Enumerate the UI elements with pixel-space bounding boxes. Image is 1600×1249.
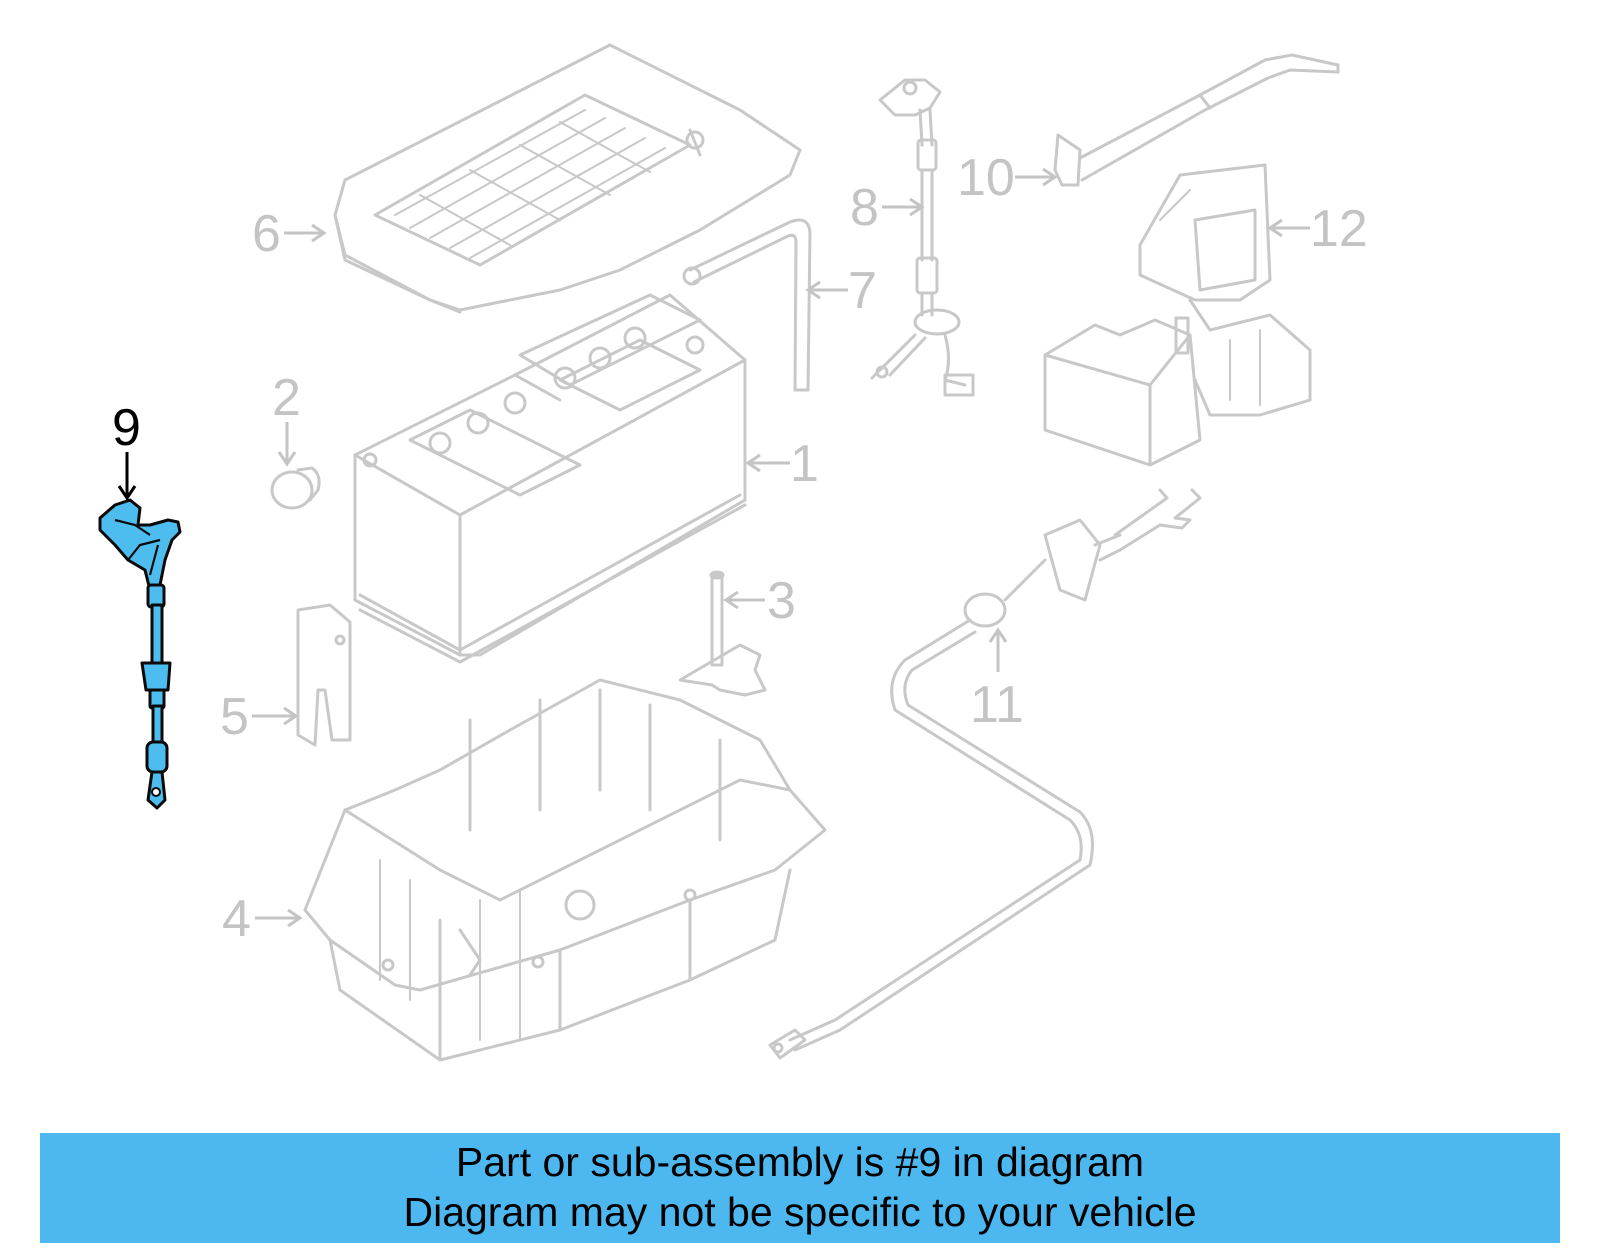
callout-4: 4 [222,890,303,948]
callout-7: 7 [805,262,877,320]
callout-2: 2 [272,369,301,467]
battery-part [353,293,747,664]
callout-6-label: 6 [252,205,281,263]
callout-8: 8 [850,179,925,237]
callout-6: 6 [252,205,327,263]
banner-line-2: Diagram may not be specific to your vehi… [403,1189,1197,1235]
callout-5-label: 5 [220,688,249,746]
callout-1-label: 1 [790,435,819,493]
highlighted-part-9 [98,498,182,810]
callout-8-label: 8 [850,179,879,237]
callout-4-label: 4 [222,890,251,948]
callout-10-label: 10 [957,149,1015,207]
callout-9: 9 [112,399,141,501]
callout-7-label: 7 [848,262,877,320]
battery-cover-part [333,43,802,314]
bracket-stud-part [678,570,767,697]
callout-12-label: 12 [1310,200,1368,258]
info-banner: Part or sub-assembly is #9 in diagram Di… [40,1133,1560,1243]
callout-11-label: 11 [970,676,1024,734]
callout-11: 11 [970,627,1024,734]
banner-line-1: Part or sub-assembly is #9 in diagram [455,1139,1145,1185]
callout-1: 1 [745,435,819,493]
callout-2-label: 2 [272,369,301,427]
callout-3-label: 3 [767,572,796,630]
callout-10: 10 [957,149,1058,207]
battery-tray-part [303,678,827,1062]
bracket-part [296,603,352,747]
vent-tube-part [682,218,812,392]
callout-3: 3 [723,572,796,630]
callout-9-label: 9 [112,399,141,457]
fuse-box-part [1043,163,1312,467]
battery-cable-part [768,488,1202,1060]
callout-12: 12 [1267,200,1368,258]
callout-5: 5 [220,688,299,746]
ground-strap-part [1053,53,1340,187]
plug-part [270,466,321,510]
sensor-cable-part [870,78,975,397]
